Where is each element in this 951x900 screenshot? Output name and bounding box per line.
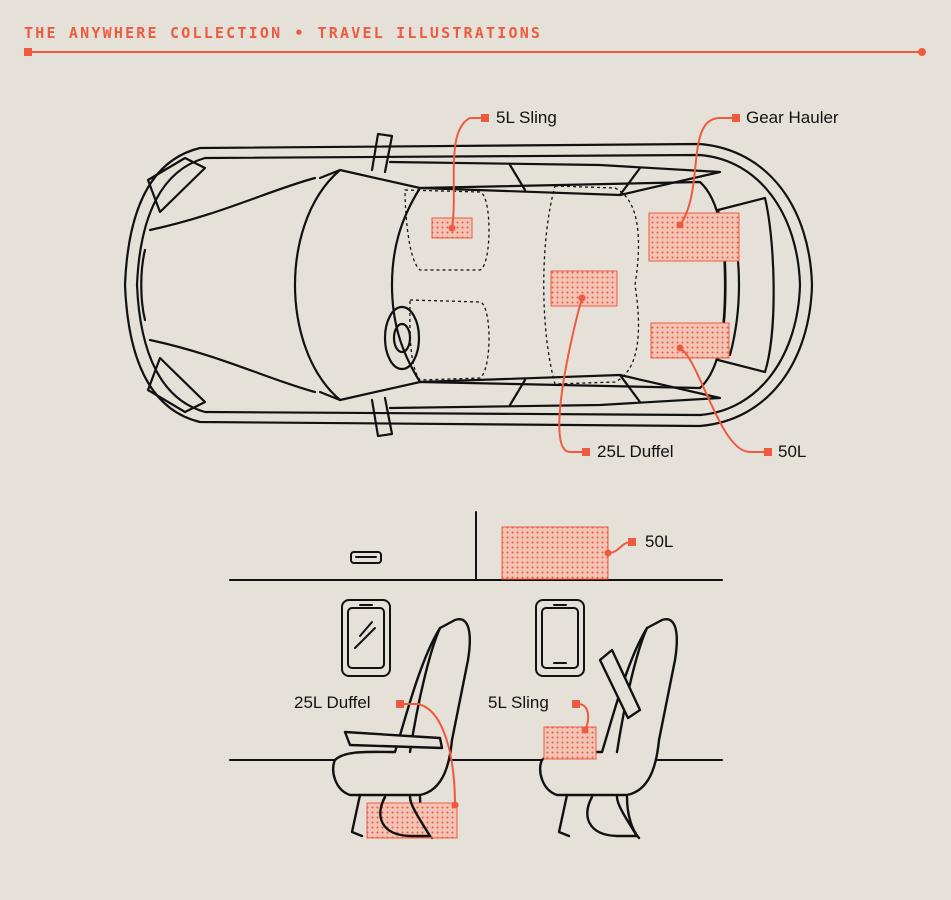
side-mirror-right [370,396,394,438]
collection-title: THE ANYWHERE COLLECTION [24,24,283,42]
label-plane-duffel: 25L Duffel [294,693,371,712]
steering-wheel [383,305,421,371]
side-mirror-left [370,132,394,174]
window-right [535,599,585,677]
label-car-50l: 50L [778,442,807,461]
car-seats [404,185,640,385]
car-gear-hauler [648,212,740,262]
header-subtitle: TRAVEL ILLUSTRATIONS [317,24,543,42]
callout-line-gear [679,117,736,226]
plane-sling-bag [543,726,597,760]
label-car-duffel: 25L Duffel [597,442,674,461]
bin-latch [350,551,382,564]
seat-right [538,618,678,840]
car-body-inner [135,153,802,417]
car-body-outline [123,142,814,428]
label-car-gear-hauler: Gear Hauler [746,108,839,127]
header-separator: • [294,24,306,42]
header-rule [24,48,926,56]
callout-line-plane-duffel [404,703,456,806]
callout-line-50l [679,347,766,453]
rear-bench [543,185,640,385]
label-plane-overhead: 50L [645,532,674,551]
callout-line-duffel [558,297,586,453]
car-50l-bag [650,322,730,359]
windshield [293,168,422,402]
car-top-view [123,132,814,438]
plane-overhead-50l [501,526,609,580]
page-header: THE ANYWHERE COLLECTION • TRAVEL ILLUSTRAT… [24,24,542,42]
label-plane-sling: 5L Sling [488,693,549,712]
tray-table [598,648,642,720]
window-left [341,599,391,677]
label-car-sling: 5L Sling [496,108,557,127]
callout-line-sling [451,117,484,229]
